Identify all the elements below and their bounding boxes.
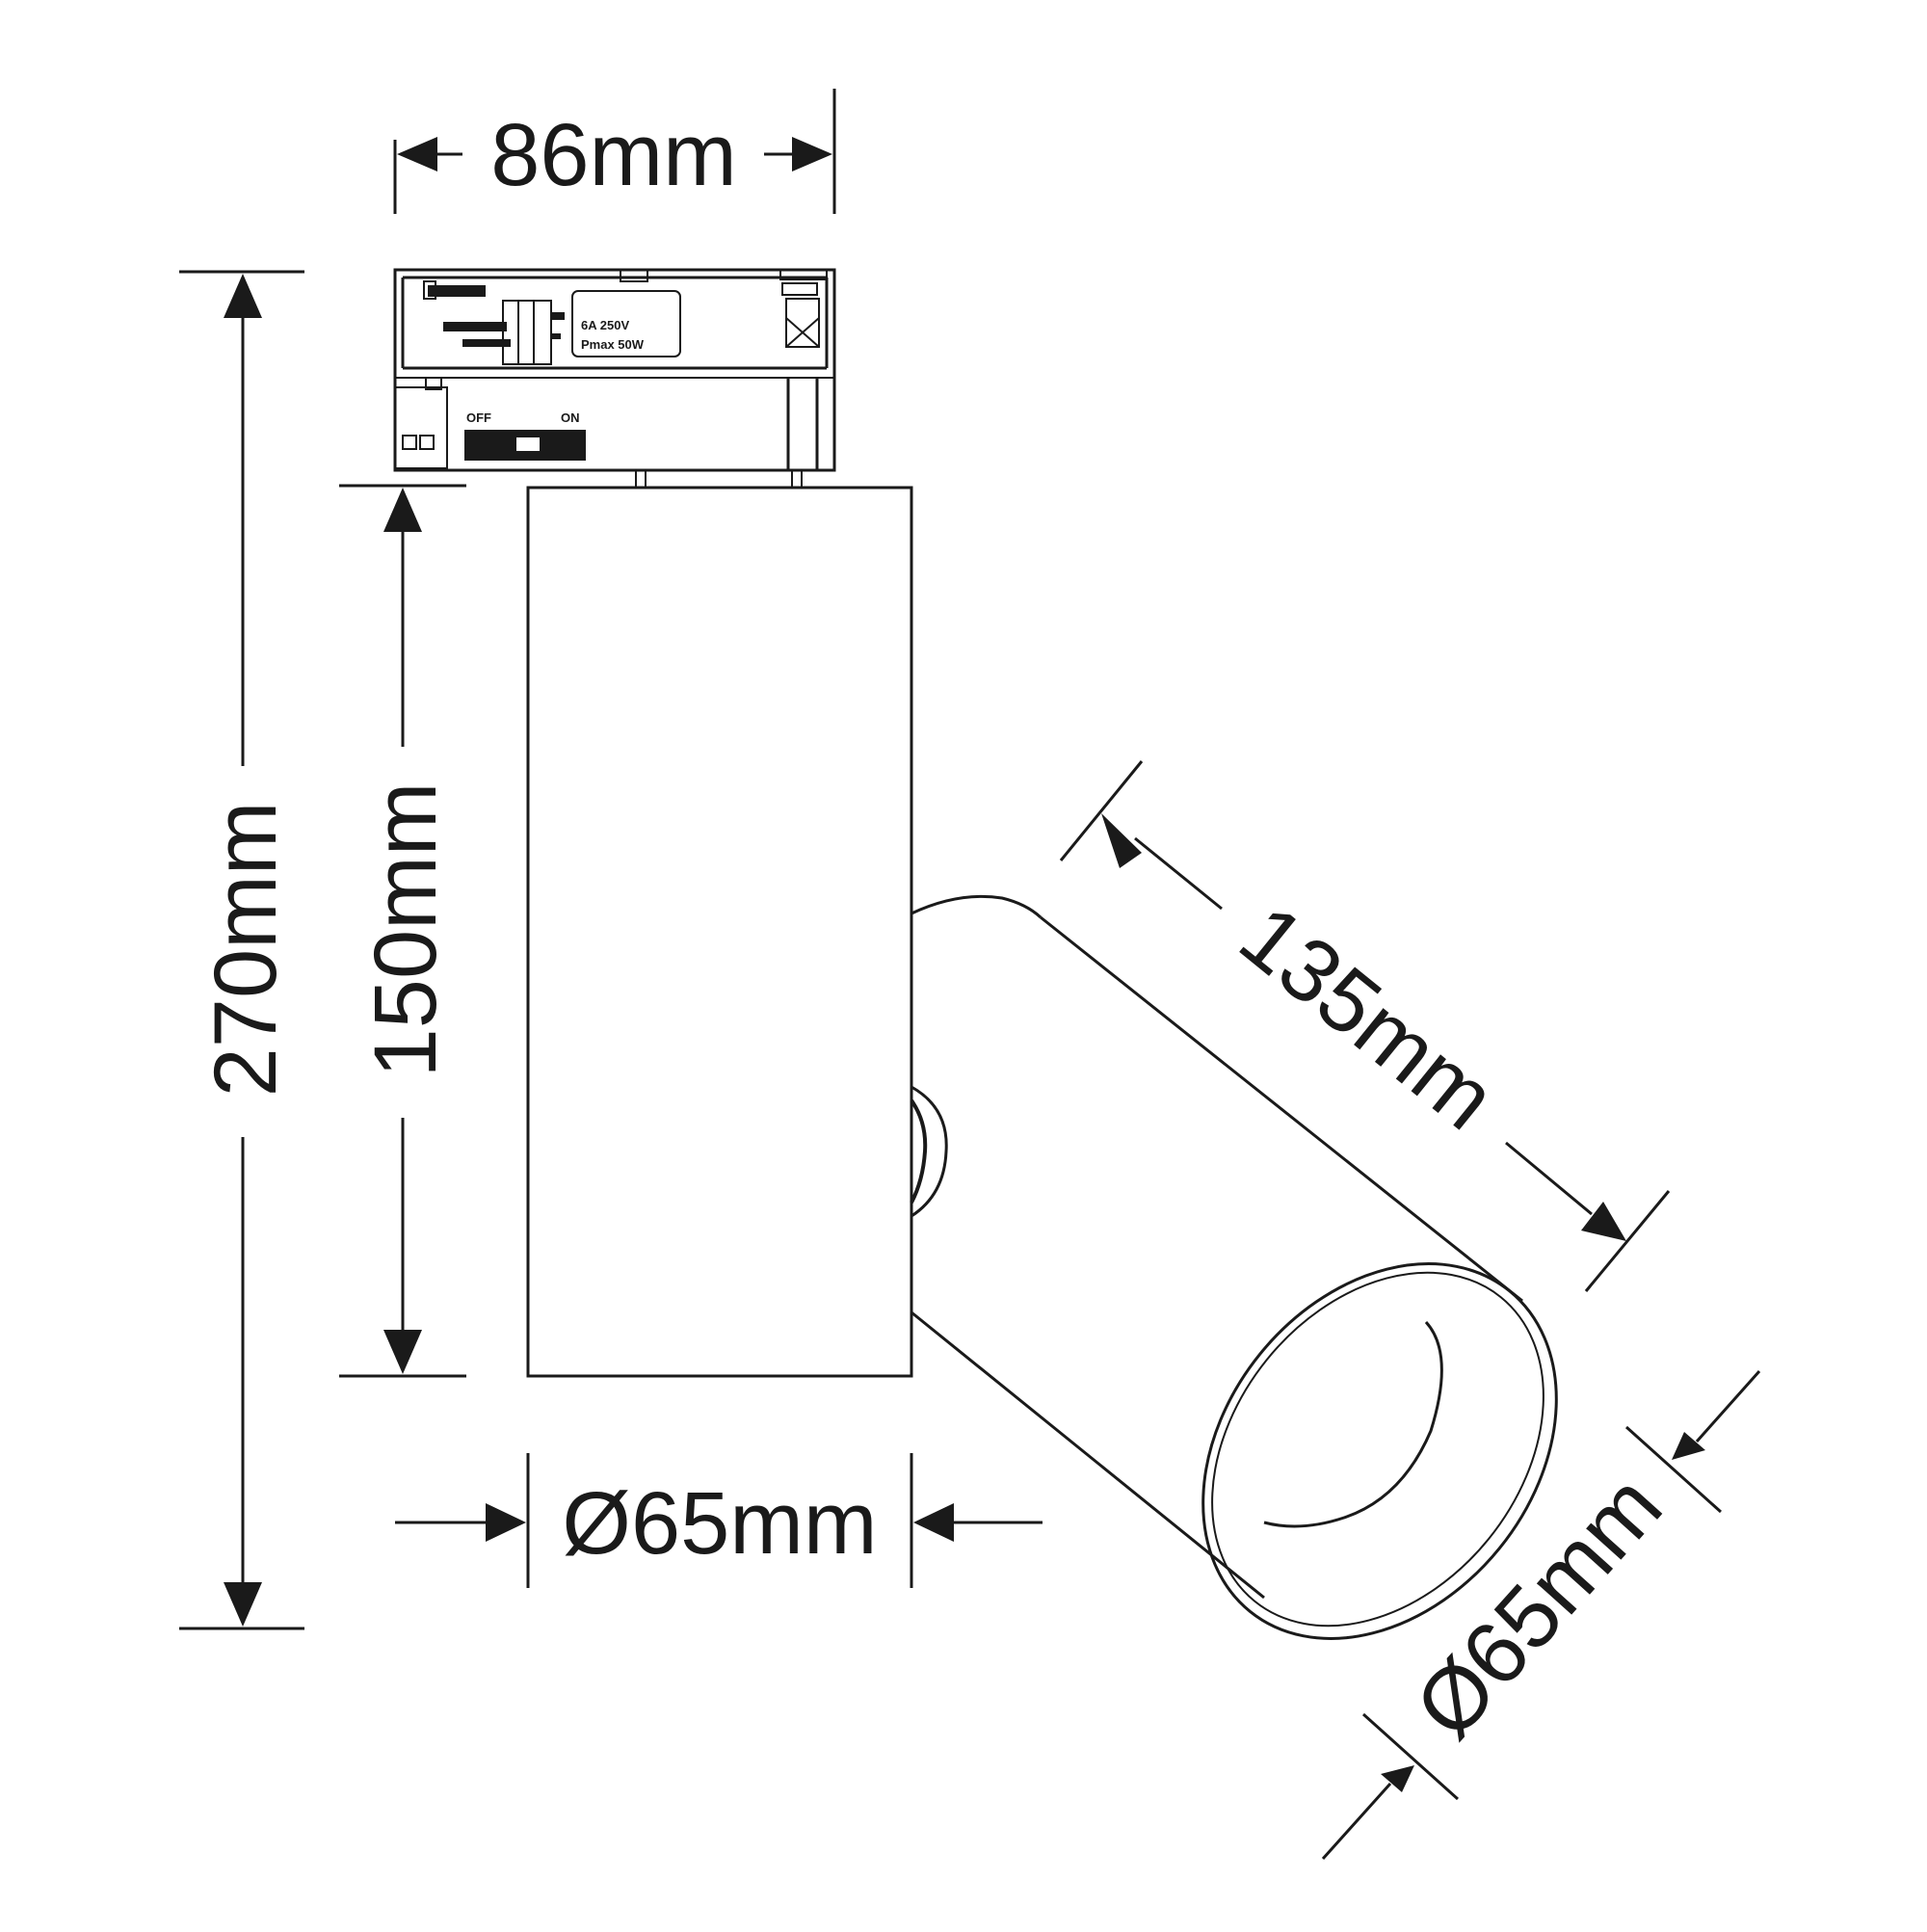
rating-line2: Pmax 50W — [581, 337, 645, 352]
pivot-joint — [910, 1085, 948, 1218]
dim-body-diameter: Ø65mm — [395, 1453, 1043, 1588]
dim-head-length: 135mm — [1059, 760, 1671, 1292]
dim-body-height: 150mm — [339, 484, 466, 1378]
spot-head — [911, 894, 1558, 1640]
dim-total-height: 270mm — [179, 270, 304, 1630]
switch-on-label: ON — [561, 410, 580, 425]
rating-line1: 6A 250V — [581, 318, 629, 332]
dim-width-top: 86mm — [393, 89, 836, 214]
total-height-label: 270mm — [197, 802, 295, 1098]
head-length-label: 135mm — [1222, 887, 1514, 1149]
head-diameter-label: Ø65mm — [1397, 1457, 1681, 1757]
switch-off-label: OFF — [466, 410, 491, 425]
body-diameter-label: Ø65mm — [562, 1474, 877, 1573]
body-height-label: 150mm — [356, 782, 455, 1078]
body-cylinder — [526, 486, 913, 1378]
width-top-label: 86mm — [490, 106, 737, 204]
track-adapter: 6A 250V Pmax 50W OFF ON — [393, 268, 836, 489]
